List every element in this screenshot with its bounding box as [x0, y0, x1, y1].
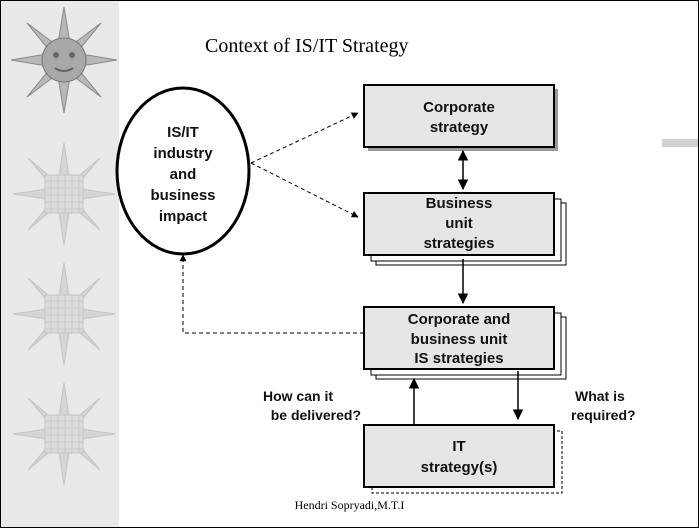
- it-strategy-line-2: strategy(s): [421, 459, 498, 476]
- business-unit-strategies-box: [363, 192, 555, 256]
- decorative-bar: [662, 139, 698, 147]
- oval-label-line-2: industry: [153, 145, 213, 162]
- is-strategies-line-1: Corporate and: [408, 311, 511, 328]
- dashed-arrow-to-business: [250, 162, 359, 218]
- oval-label-line-5: impact: [159, 208, 207, 225]
- star-ornament-icon: [12, 382, 116, 486]
- star-ornament-icon: [12, 262, 116, 366]
- is-strategies-line-3: IS strategies: [414, 350, 503, 367]
- corporate-strategy-line-2: strategy: [430, 119, 489, 136]
- question-left-line-2: be delivered?: [271, 407, 361, 423]
- sun-ornament-icon: [10, 6, 118, 114]
- business-unit-line-1: Business: [426, 195, 493, 212]
- dashed-arrow-to-corporate: [250, 112, 359, 164]
- it-strategy-box: [363, 424, 555, 488]
- question-left-line-1: How can it: [263, 388, 333, 404]
- business-unit-line-2: unit: [445, 215, 473, 232]
- is-strategies-line-2: business unit: [411, 331, 508, 348]
- industry-impact-oval: [115, 86, 251, 256]
- dashed-feedback-arrow: [179, 254, 364, 334]
- question-right-line-2: required?: [571, 407, 636, 423]
- sidebar-decoration: [1, 1, 119, 527]
- oval-label-line-3: and: [170, 166, 197, 183]
- oval-label-line-4: business: [150, 187, 215, 204]
- oval-label-line-1: IS/IT: [167, 124, 199, 141]
- footer-author: Hendri Sopryadi,M.T.I: [294, 498, 405, 512]
- corporate-strategy-line-1: Corporate: [423, 99, 495, 116]
- business-unit-line-3: strategies: [424, 235, 495, 252]
- star-ornament-icon: [12, 142, 116, 246]
- it-strategy-line-1: IT: [452, 438, 465, 455]
- corporate-strategy-box: [363, 84, 555, 148]
- is-strategies-box: [363, 306, 555, 370]
- question-right-line-1: What is: [575, 388, 625, 404]
- slide-title: Context of IS/IT Strategy: [205, 35, 409, 57]
